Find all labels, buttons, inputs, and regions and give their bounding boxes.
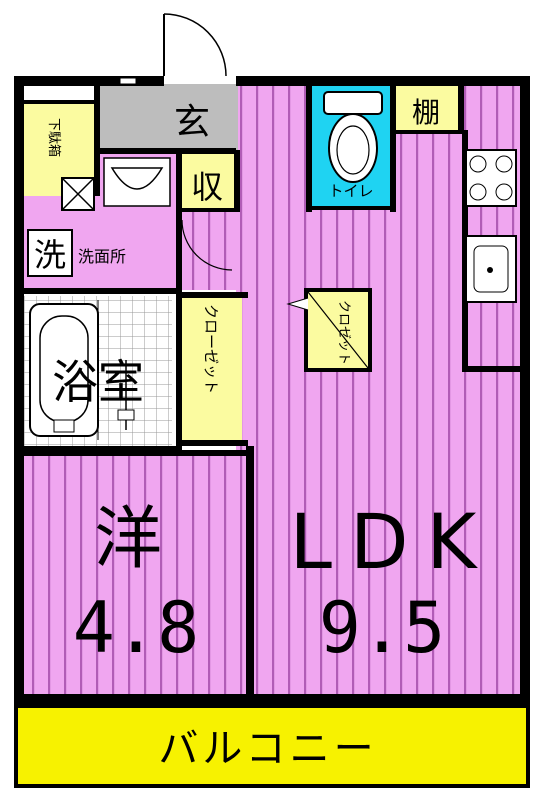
- label-western-size: 4.8: [73, 587, 199, 669]
- labels: 玄 下駄箱 収 棚 トイレ 洗 洗面所 浴室 クローゼット クロゼット 洋 4.…: [34, 96, 495, 772]
- label-balcony: バルコニー: [158, 726, 377, 772]
- label-ldk: LDK: [290, 497, 495, 586]
- stove-icon: [465, 149, 517, 207]
- label-toilet: トイレ: [328, 182, 373, 200]
- label-closet-small: クロゼット: [336, 300, 351, 365]
- washroom-door-swing: [181, 219, 233, 271]
- walls: [14, 76, 530, 788]
- label-closet-main: クローゼット: [202, 304, 220, 394]
- label-shoe-box: 下駄箱: [46, 118, 62, 157]
- label-storage: 収: [191, 168, 223, 206]
- kitchen-sink-icon: [465, 235, 517, 303]
- label-western-room: 洋: [94, 500, 162, 579]
- closet-diagonal: [307, 291, 369, 369]
- label-bathroom: 浴室: [52, 355, 144, 409]
- toilet-icon: [323, 91, 383, 183]
- washer-box-icon: [61, 177, 95, 211]
- label-ldk-size: 9.5: [319, 587, 445, 669]
- washer-space: [27, 229, 73, 277]
- label-shelf: 棚: [412, 96, 440, 129]
- label-washroom: 洗面所: [78, 247, 126, 266]
- washbasin-icon: [103, 157, 171, 207]
- fixtures: [27, 13, 517, 440]
- bathtub-icon: [29, 300, 135, 440]
- label-entrance: 玄: [174, 102, 210, 143]
- entrance-door[interactable]: [119, 13, 227, 85]
- label-washer: 洗: [34, 236, 66, 274]
